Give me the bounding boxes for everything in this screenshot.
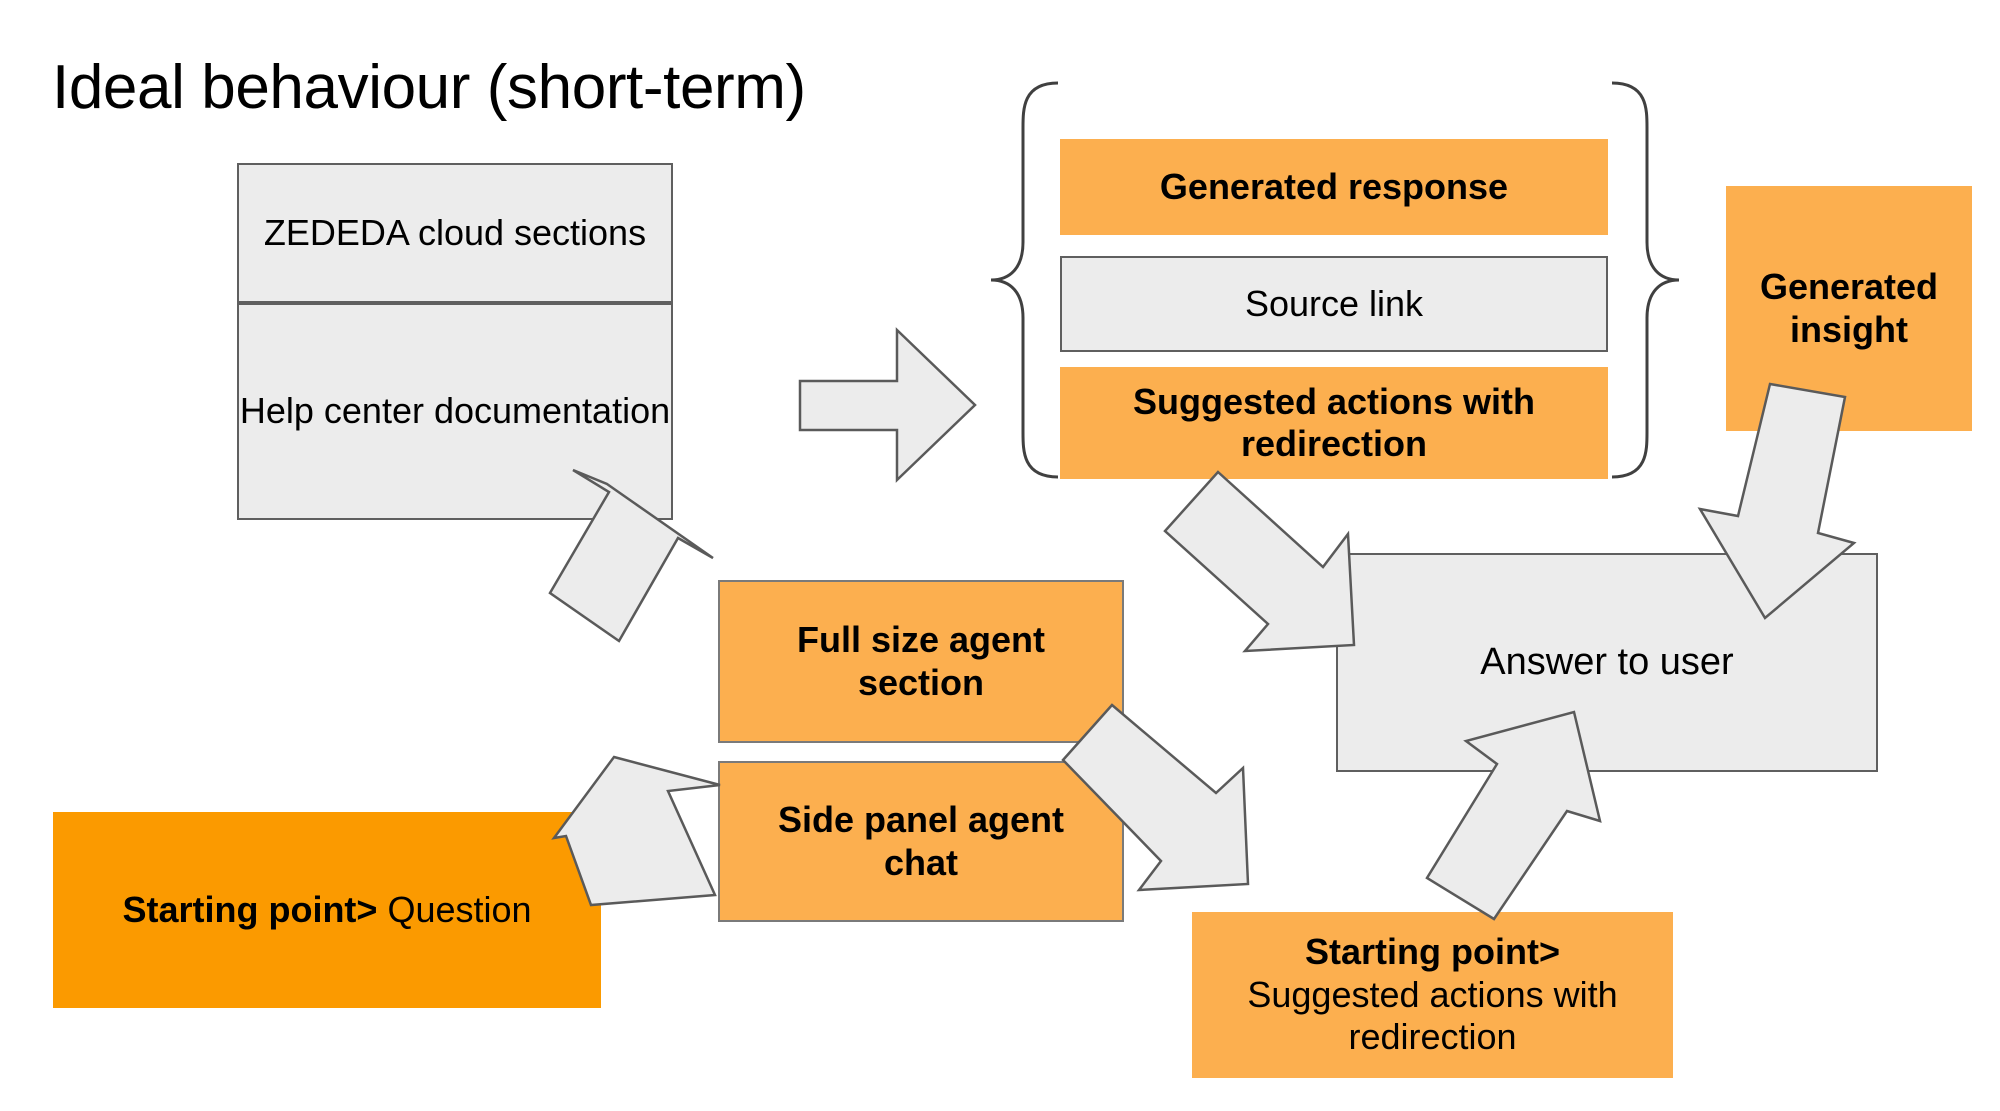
node-starting-point-suggested-actions[interactable]: Starting point> Suggested actions with r… (1192, 912, 1673, 1078)
node-starting-point-suggested-actions-label: Starting point> Suggested actions with r… (1214, 931, 1651, 1058)
arrow-sources-to-response-icon (798, 327, 977, 483)
node-full-size-agent-section-label: Full size agent section (796, 619, 1046, 703)
node-answer-to-user[interactable]: Answer to user (1336, 553, 1878, 772)
node-generated-response-label: Generated response (1159, 165, 1509, 207)
node-starting-point-question-label: Starting point> Question (122, 889, 531, 931)
slide-title: Ideal behaviour (short-term) (52, 53, 806, 122)
starting-point-suggested-prefix: Starting point> (1305, 931, 1560, 973)
node-side-panel-agent-chat[interactable]: Side panel agent chat (718, 761, 1124, 922)
node-side-panel-agent-chat-label: Side panel agent chat (777, 799, 1065, 883)
node-suggested-actions-label: Suggested actions with redirection (1132, 380, 1536, 464)
node-source-link-label: Source link (1244, 282, 1424, 324)
node-source-link[interactable]: Source link (1060, 256, 1608, 352)
starting-point-question-prefix: Starting point> (122, 888, 378, 930)
starting-point-suggested-text: Suggested actions with redirection (1247, 973, 1618, 1058)
node-starting-point-question[interactable]: Starting point> Question (53, 812, 601, 1008)
node-zededa-cloud-sections-label: ZEDEDA cloud sections (263, 211, 647, 253)
node-generated-insight[interactable]: Generated insight (1726, 186, 1972, 431)
node-help-center-documentation[interactable]: Help center documentation (237, 303, 673, 520)
right-brace-icon (1611, 81, 1680, 479)
node-generated-response[interactable]: Generated response (1060, 139, 1608, 235)
node-zededa-cloud-sections[interactable]: ZEDEDA cloud sections (237, 163, 673, 303)
starting-point-question-text: Question (377, 888, 532, 930)
node-answer-to-user-label: Answer to user (1480, 641, 1734, 684)
arrow-suggested-actions-to-answer-icon (1163, 470, 1356, 653)
left-brace-icon (990, 81, 1059, 479)
node-generated-insight-label: Generated insight (1759, 266, 1939, 350)
node-help-center-documentation-label: Help center documentation (239, 390, 671, 432)
node-full-size-agent-section[interactable]: Full size agent section (718, 580, 1124, 743)
node-suggested-actions[interactable]: Suggested actions with redirection (1060, 367, 1608, 479)
